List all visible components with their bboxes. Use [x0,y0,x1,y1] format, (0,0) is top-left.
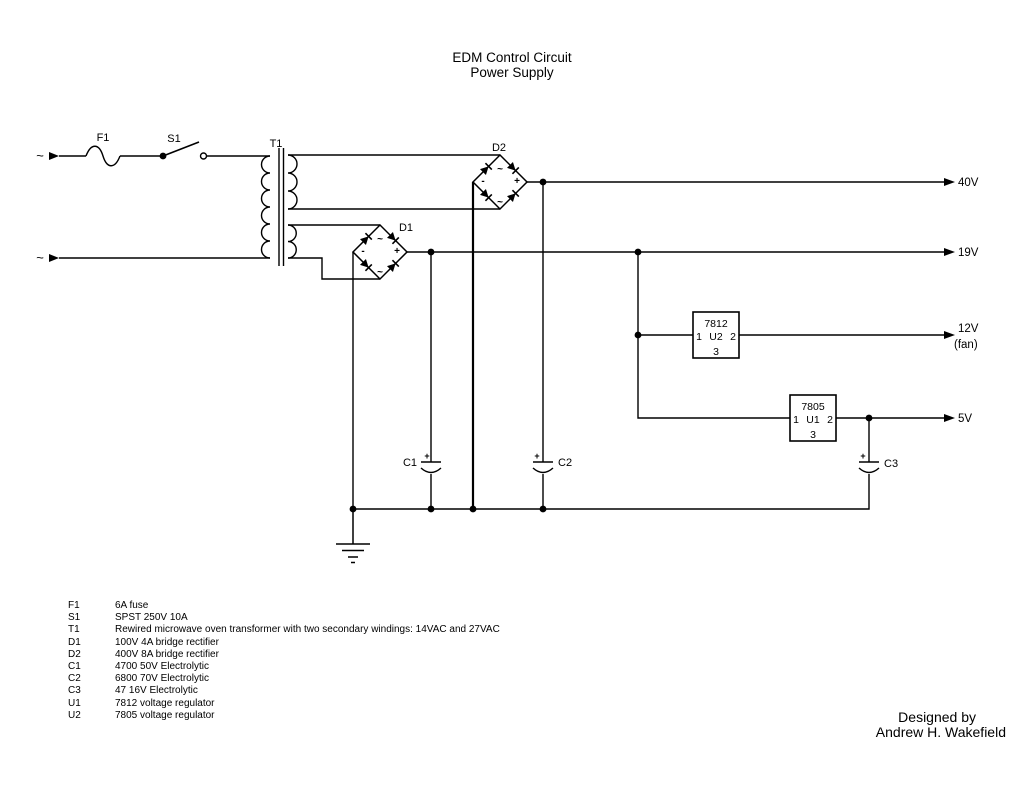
ac-tilde-bottom: ~ [36,250,44,265]
regulator-u2: 7812 1 U2 2 3 [692,311,740,359]
credit-line1: Designed by [898,709,976,725]
part-row: D2 400V 8A bridge rectifier [68,649,500,661]
parts-list: F1 6A fuse S1 SPST 250V 10A T1 Rewired micr… [68,600,500,722]
bridge-rectifier-d1: D1 [353,222,413,279]
transformer-symbol: T1 [260,138,298,266]
ground-symbol [336,509,370,564]
part-row: F1 6A fuse [68,600,500,612]
cap2-label: C2 [558,457,572,469]
bridge2-label: D2 [492,142,506,154]
cap3-label: C3 [884,458,898,470]
output-40v-label: 40V [958,177,979,189]
ac-arrow-bottom-icon [49,254,59,262]
part-ref: U2 [68,709,81,721]
cap1-label: C1 [403,457,417,469]
regulator-u2-part: 7812 [704,318,728,330]
part-desc: 400V 8A bridge rectifier [115,648,219,660]
switch-blade [162,141,200,157]
part-ref: D2 [68,648,81,660]
regulator-u2-name: U2 [709,331,723,343]
switch-label: S1 [167,133,180,145]
regulator-u1-pin-out: 2 [827,414,833,426]
part-ref: D1 [68,636,81,648]
output-12v-label: 12V [958,323,979,335]
arrow-right-icon [944,414,955,422]
output-5v-label: 5V [958,413,972,425]
part-ref: S1 [68,612,81,624]
regulator-u1-name: U1 [806,414,820,426]
switch-symbol: S1 [159,133,208,160]
part-desc: 4700 50V Electrolytic [115,661,209,673]
schematic-canvas: ~ ~ + - EDM Control Circuit Power Supply… [36,50,979,564]
transformer-label: T1 [270,138,283,150]
part-ref: U1 [68,697,81,709]
cap3-polarity-mark: + [860,451,865,461]
part-row: U2 7805 voltage regulator [68,710,500,722]
part-desc: 6A fuse [115,600,149,611]
regulator-u2-pin-in: 1 [696,331,702,343]
schematic-title-line1: EDM Control Circuit [452,50,572,65]
output-12v-sublabel: (fan) [954,339,978,351]
regulator-u2-pin-gnd: 3 [713,346,719,358]
output-40v: 40V [944,177,979,189]
part-ref: T1 [68,624,80,636]
bridge-rectifier-d2: D2 [473,142,527,209]
regulator-u2-pin-out: 2 [730,331,736,343]
ac-input-top: ~ [36,148,59,163]
regulator-u1: 7805 1 U1 2 3 [789,394,837,442]
arrow-right-icon [944,248,955,256]
cap1-polarity-mark: + [424,451,429,461]
fuse-label: F1 [97,132,110,144]
part-row: C1 4700 50V Electrolytic [68,661,500,673]
capacitor-c1: + C1 [403,252,442,509]
part-row: C2 6800 70V Electrolytic [68,673,500,685]
part-row: S1 SPST 250V 10A [68,612,500,624]
regulator-u1-pin-gnd: 3 [810,429,816,441]
part-desc: SPST 250V 10A [115,612,188,624]
part-ref: C1 [68,661,81,673]
part-desc: Rewired microwave oven transformer with … [115,624,500,636]
output-19v-label: 19V [958,247,979,259]
part-ref: C2 [68,673,81,685]
capacitor-c3: + C3 [858,418,898,474]
arrow-right-icon [944,331,955,339]
part-desc: 6800 70V Electrolytic [115,673,209,685]
ac-arrow-top-icon [49,152,59,160]
switch-throw-circle [199,152,208,160]
part-row: D1 100V 4A bridge rectifier [68,637,500,649]
part-ref: C3 [68,685,81,697]
junction-dots [349,178,873,513]
fuse-symbol: F1 [85,132,121,167]
ac-input-bottom: ~ [36,250,59,265]
arrow-right-icon [944,178,955,186]
output-19v: 19V [944,247,979,259]
part-desc: 47 16V Electrolytic [115,685,198,697]
regulator-u1-pin-in: 1 [793,414,799,426]
part-desc: 7805 voltage regulator [115,709,215,721]
part-row: U1 7812 voltage regulator [68,698,500,710]
primary-winding [260,155,271,259]
designer-credit: Designed by Andrew H. Wakefield [876,710,1006,740]
bridge1-label: D1 [399,222,413,234]
part-row: C3 47 16V Electrolytic [68,685,500,697]
schematic-title-line2: Power Supply [470,65,554,80]
regulator-u1-part: 7805 [801,401,825,413]
capacitor-c2: + C2 [532,182,572,509]
cap2-polarity-mark: + [534,451,539,461]
secondary-winding-2 [287,224,297,259]
credit-line2: Andrew H. Wakefield [875,724,1006,740]
ac-tilde-top: ~ [36,148,44,163]
part-ref: F1 [68,600,80,611]
part-desc: 7812 voltage regulator [115,697,215,709]
part-row: T1 Rewired microwave oven transformer wit… [68,624,500,636]
output-12v: 12V (fan) [944,323,979,351]
circuit-wires [59,154,946,510]
output-5v: 5V [944,413,972,425]
secondary-winding-1 [287,154,298,210]
part-desc: 100V 4A bridge rectifier [115,636,219,648]
